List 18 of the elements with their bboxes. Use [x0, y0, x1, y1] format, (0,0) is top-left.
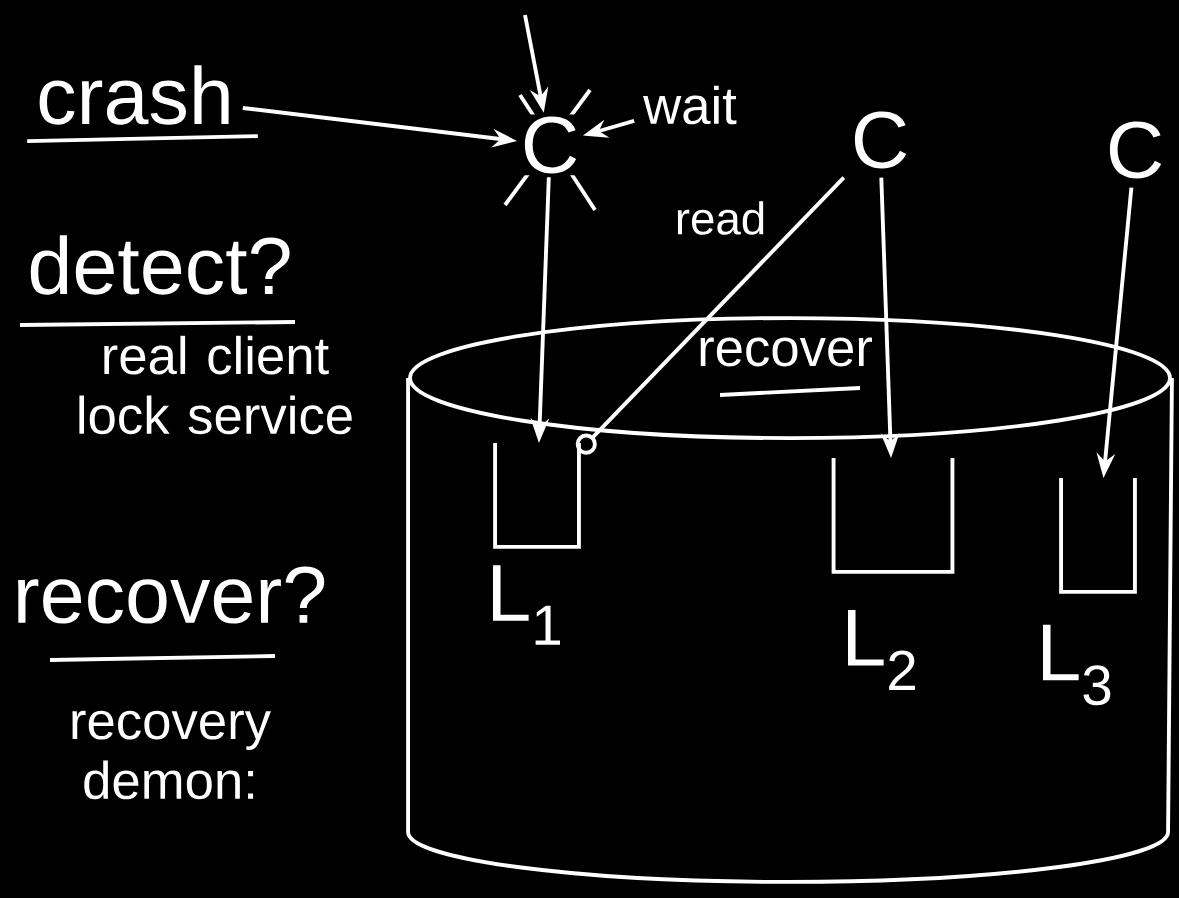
lock-label: L$_{1}$: [493, 565, 561, 645]
lock-label: L$_{3}$: [1043, 624, 1111, 706]
edge-label: read: [677, 201, 764, 235]
lock-box: [1059, 478, 1137, 594]
crossed-out-letter: C: [503, 88, 597, 212]
handwritten-text: detect?: [30, 235, 290, 295]
handwritten-text: recovery demon:: [72, 710, 271, 800]
client-letter: C: [1109, 121, 1162, 179]
handwritten-text: real client lock service: [79, 335, 352, 435]
handwritten-word: wait: [643, 85, 737, 125]
handwritten-text: recover?: [18, 566, 325, 624]
client-letter: C: [854, 111, 907, 169]
lock-label: L$_{2}$: [848, 609, 915, 691]
handwritten-word: crash: [27, 65, 258, 144]
lock-box: [831, 458, 955, 574]
node-label: C: [524, 116, 577, 174]
lock-box: [493, 443, 581, 549]
arrow: [575, 176, 846, 455]
